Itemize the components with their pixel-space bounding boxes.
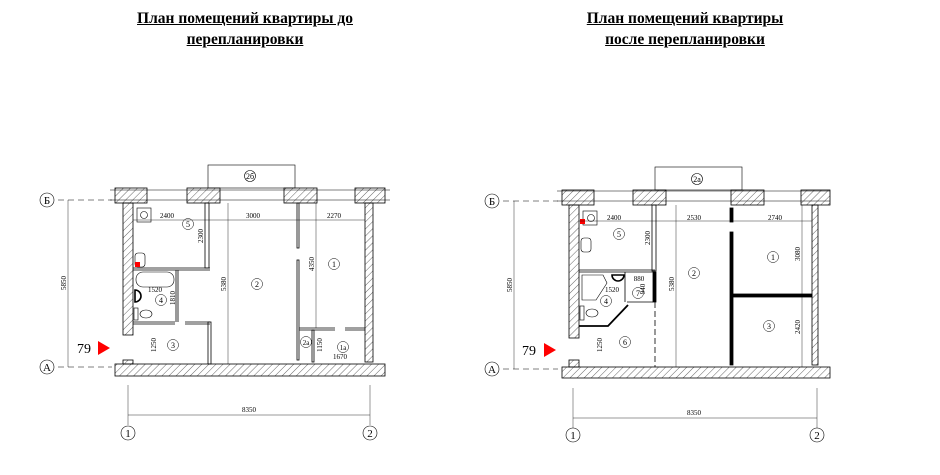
- room-label: 1а: [340, 344, 348, 352]
- dimension: 1150: [316, 338, 324, 352]
- marker-label: 79: [77, 342, 91, 357]
- wall-pier: [800, 189, 831, 206]
- dimension: 3000: [246, 212, 261, 220]
- dimension: 5850: [506, 278, 514, 293]
- room-label: 1: [771, 253, 775, 262]
- exterior-wall: [811, 204, 819, 366]
- dimension: 2530: [687, 214, 702, 222]
- sink-icon: [580, 237, 592, 253]
- dimension: 2400: [160, 212, 175, 220]
- exterior-wall: [364, 202, 374, 363]
- washbasin-icon: [134, 289, 142, 303]
- dimension: 5380: [668, 277, 676, 292]
- plan-after: 2а: [484, 166, 831, 443]
- room-label: 2: [692, 269, 696, 278]
- interior-wall: [568, 204, 580, 339]
- dimension: 2400: [607, 214, 622, 222]
- wall-pier: [114, 187, 148, 204]
- dimension: 8350: [687, 409, 702, 417]
- axis-label: А: [43, 362, 51, 374]
- dimension: 2420: [794, 320, 802, 335]
- room-label: 5: [617, 230, 621, 239]
- dimension: 1250: [150, 338, 158, 353]
- axis-label: 2: [367, 428, 373, 440]
- dimension: 2270: [327, 212, 342, 220]
- plan-before: 2б: [39, 164, 390, 441]
- title-before-line2: перепланировки: [186, 31, 304, 48]
- room-label: 3: [767, 322, 771, 331]
- exterior-wall: [114, 363, 386, 377]
- dimension: 1810: [169, 291, 177, 306]
- title-after-line1: План помещений квартиры: [586, 10, 784, 27]
- room-label: 6: [623, 338, 627, 347]
- bathtub-icon: [135, 271, 175, 288]
- dimension: 3080: [794, 247, 802, 262]
- room-label: 2а: [303, 339, 311, 347]
- dimension: 4350: [308, 257, 316, 272]
- dimension: 1520: [148, 286, 163, 294]
- dimension: 2300: [197, 229, 205, 244]
- stove-icon: [136, 207, 152, 223]
- room-label: 4: [604, 297, 608, 306]
- dimension: 880: [634, 275, 645, 283]
- axis-label: 1: [570, 430, 576, 442]
- balcony: [654, 166, 743, 191]
- wall-pier: [730, 189, 765, 206]
- wall-pier: [561, 189, 595, 206]
- washbasin-icon: [611, 274, 625, 282]
- dimension: 1520: [605, 286, 620, 294]
- wall-pier: [354, 187, 386, 204]
- balcony-label: 2б: [246, 172, 254, 181]
- title-after-line2: после перепланировки: [605, 31, 765, 48]
- dimension: 8350: [242, 406, 257, 414]
- interior-wall: [122, 202, 134, 336]
- wall-pier: [283, 187, 318, 204]
- title-after: План помещений квартиры после перепланир…: [520, 8, 850, 50]
- dimension: 940: [639, 283, 647, 294]
- room-label: 2: [255, 280, 259, 289]
- axis-label: 2: [814, 430, 820, 442]
- shower-icon: [581, 274, 608, 301]
- balcony-label: 2а: [693, 175, 701, 184]
- axis-label: Б: [44, 195, 50, 207]
- marker-arrow-icon: [98, 341, 110, 355]
- dimension: 2740: [768, 214, 783, 222]
- dimension: 5850: [60, 276, 68, 291]
- room-label: 3: [171, 341, 175, 350]
- marker-label: 79: [522, 344, 536, 359]
- room-label: 1: [332, 260, 336, 269]
- title-before-line1: План помещений квартиры до: [137, 10, 353, 27]
- exterior-wall: [561, 366, 831, 379]
- title-before: План помещений квартиры до перепланировк…: [80, 8, 410, 50]
- axis-label: Б: [489, 196, 495, 208]
- dimension: 1250: [596, 338, 604, 353]
- dimension: 2300: [644, 231, 652, 246]
- stove-icon: [582, 210, 598, 226]
- dimension: 5380: [220, 277, 228, 292]
- marker-arrow-icon: [544, 343, 556, 357]
- wall-pier: [632, 189, 667, 206]
- balcony: [207, 164, 296, 189]
- gas-meter-icon: [580, 219, 585, 224]
- wall-pier: [186, 187, 221, 204]
- gas-meter-icon: [135, 262, 140, 267]
- room-label: 7: [636, 289, 640, 298]
- room-label: 5: [186, 220, 190, 229]
- dimension: 1670: [333, 353, 348, 361]
- toilet-icon: [585, 308, 599, 318]
- toilet-icon: [139, 309, 153, 319]
- axis-label: 1: [125, 428, 131, 440]
- room-label: 4: [159, 296, 163, 305]
- axis-label: А: [488, 364, 496, 376]
